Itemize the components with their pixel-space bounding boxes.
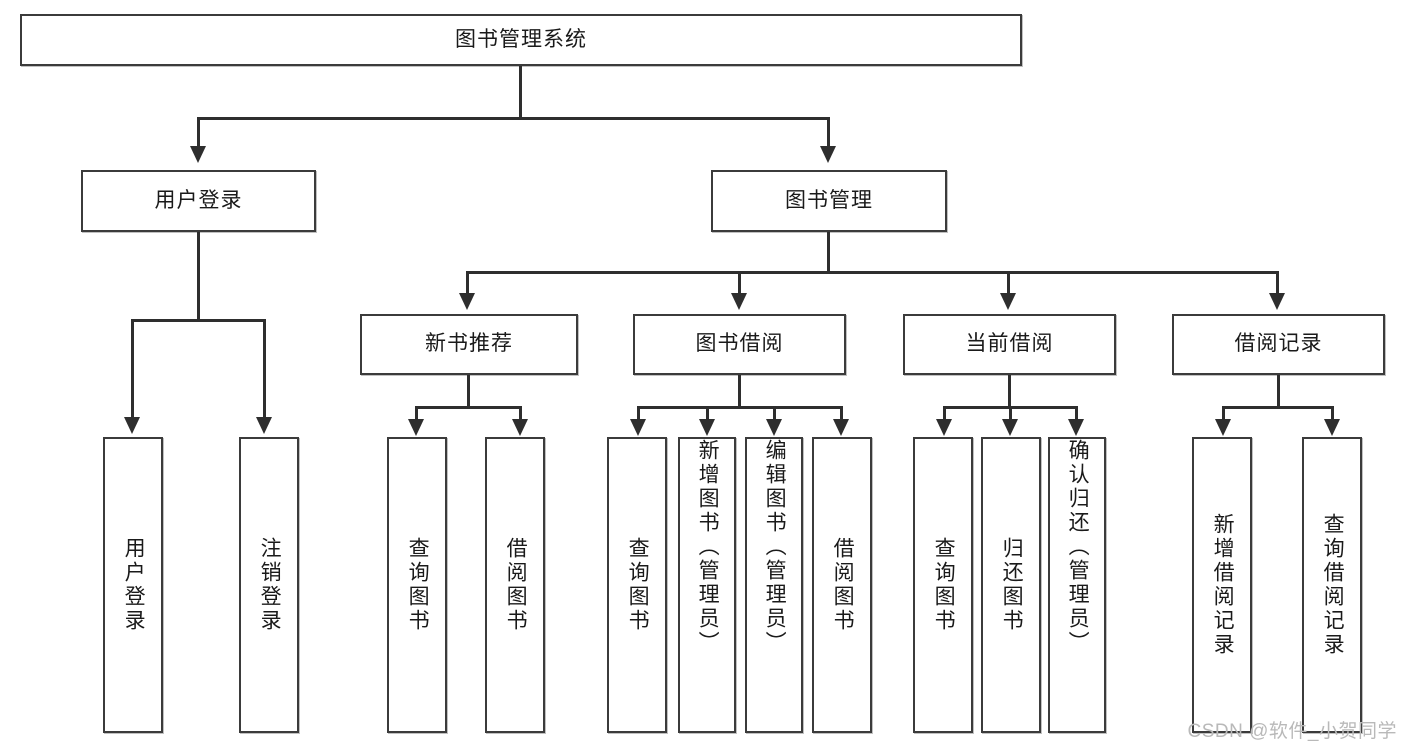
arrowhead-book-borrow [731,293,747,310]
node-label: 当前借阅 [965,332,1054,356]
node-label: 用户登录 [122,537,146,633]
leaf-add-book-admin[interactable]: 新增图书（管理员） [678,437,736,733]
node-label: 用户登录 [154,188,243,212]
node-label: 图书借阅 [695,332,784,356]
connector-current-borrow-stem [1008,375,1011,408]
arrowhead-leaf-add-book [699,419,715,436]
arrowhead-leaf-user-login [124,417,140,434]
connector-to-new-book [466,271,469,294]
connector-user-login-bar [131,319,266,322]
node-label: 归还图书 [1000,537,1024,633]
node-user-login[interactable]: 用户登录 [81,170,316,232]
node-current-borrow[interactable]: 当前借阅 [903,314,1116,375]
connector-borrow-record-bar [1222,406,1334,409]
leaf-query-book-recommend[interactable]: 查询图书 [387,437,447,733]
arrowhead-leaf-logout [256,417,272,434]
connector-book-management-stem [827,232,830,273]
node-book-borrow[interactable]: 图书借阅 [633,314,846,375]
arrowhead-current-borrow [1000,293,1016,310]
arrowhead-user-login [190,146,206,163]
node-label: 确认归还（管理员） [1066,439,1090,655]
leaf-query-book-borrow[interactable]: 查询图书 [607,437,667,733]
node-label: 图书管理系统 [455,27,587,51]
connector-new-book-leaf1 [415,406,418,420]
connector-borrow-record-leaf2 [1331,406,1334,420]
arrowhead-leaf-borrow-book-2 [833,419,849,436]
node-label: 新增图书（管理员） [696,439,720,655]
node-label: 图书管理 [785,188,873,212]
connector-book-borrow-leaf4 [840,406,843,420]
connector-current-borrow-leaf3 [1075,406,1078,420]
node-label: 新增借阅记录 [1211,513,1235,657]
node-label: 编辑图书（管理员） [763,439,787,655]
arrowhead-leaf-query-record [1324,419,1340,436]
node-label: 注销登录 [258,537,282,633]
connector-book-borrow-leaf1 [637,406,640,420]
node-borrow-record[interactable]: 借阅记录 [1172,314,1385,375]
arrowhead-leaf-borrow-book-1 [512,419,528,436]
arrowhead-new-book-recommend [459,293,475,310]
connector-user-login-leaf1 [131,319,134,417]
connector-level2-bar [197,117,830,120]
leaf-return-book[interactable]: 归还图书 [981,437,1041,733]
arrowhead-leaf-return-book [1002,419,1018,436]
connector-new-book-bar [415,406,522,409]
connector-book-borrow-bar [637,406,843,409]
node-label: 新书推荐 [425,332,513,356]
arrowhead-borrow-record [1269,293,1285,310]
leaf-query-borrow-record[interactable]: 查询借阅记录 [1302,437,1362,733]
node-label: 借阅记录 [1234,332,1323,356]
leaf-confirm-return-admin[interactable]: 确认归还（管理员） [1048,437,1106,733]
arrowhead-leaf-query-book-3 [936,419,952,436]
connector-borrow-record-stem [1277,375,1280,408]
connector-current-borrow-leaf1 [943,406,946,420]
node-label: 查询图书 [406,537,430,633]
arrowhead-leaf-query-book-1 [408,419,424,436]
connector-level3-bar [466,271,1278,274]
leaf-user-login[interactable]: 用户登录 [103,437,163,733]
connector-to-book-borrow [738,271,741,294]
arrowhead-leaf-add-record [1215,419,1231,436]
leaf-borrow-book-recommend[interactable]: 借阅图书 [485,437,545,733]
node-label: 借阅图书 [831,537,855,633]
connector-borrow-record-leaf1 [1222,406,1225,420]
connector-book-borrow-stem [738,375,741,408]
connector-to-user-login [197,117,200,146]
connector-user-login-leaf2 [263,319,266,417]
connector-new-book-stem [467,375,470,408]
connector-user-login-stem [197,232,200,321]
connector-new-book-leaf2 [519,406,522,420]
leaf-query-book-current[interactable]: 查询图书 [913,437,973,733]
node-label: 查询借阅记录 [1321,513,1345,657]
node-label: 查询图书 [932,537,956,633]
arrowhead-leaf-confirm-return [1068,419,1084,436]
leaf-add-borrow-record[interactable]: 新增借阅记录 [1192,437,1252,733]
arrowhead-leaf-edit-book [766,419,782,436]
node-book-management[interactable]: 图书管理 [711,170,947,232]
node-label: 查询图书 [626,537,650,633]
node-root-book-management-system[interactable]: 图书管理系统 [20,14,1022,66]
leaf-edit-book-admin[interactable]: 编辑图书（管理员） [745,437,803,733]
connector-to-borrow-record [1276,271,1279,294]
arrowhead-leaf-query-book-2 [630,419,646,436]
connector-root-stem [519,66,522,119]
arrowhead-book-management [820,146,836,163]
connector-to-book-management [827,117,830,146]
connector-to-current-borrow [1007,271,1010,294]
leaf-borrow-book-borrow[interactable]: 借阅图书 [812,437,872,733]
leaf-logout[interactable]: 注销登录 [239,437,299,733]
node-label: 借阅图书 [504,537,528,633]
node-new-book-recommend[interactable]: 新书推荐 [360,314,578,375]
connector-book-borrow-leaf2 [706,406,709,420]
connector-current-borrow-leaf2 [1009,406,1012,420]
connector-book-borrow-leaf3 [773,406,776,420]
